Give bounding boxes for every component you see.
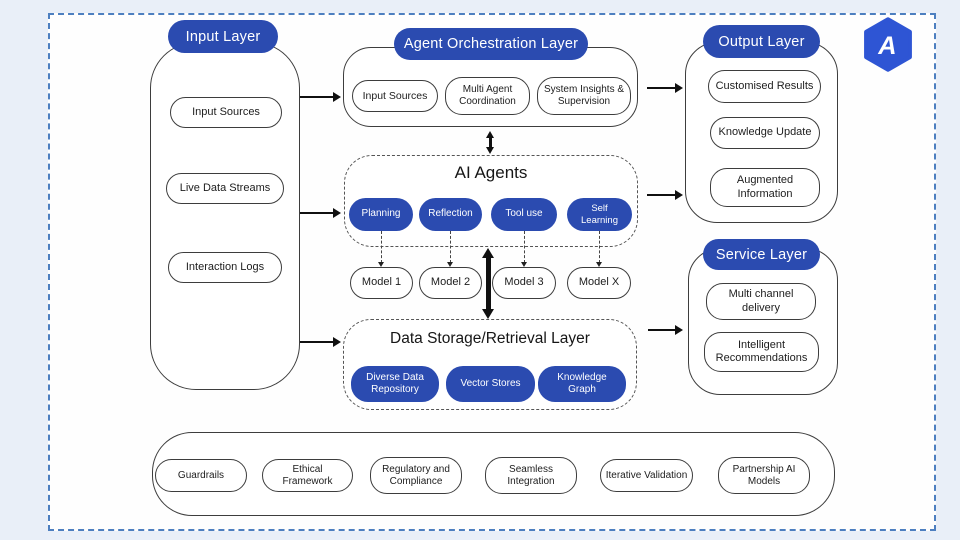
partnership-ai-models-pill: Partnership AI Models bbox=[718, 457, 810, 494]
arrow-input-to-storage bbox=[300, 337, 341, 347]
iterative-validation-pill: Iterative Validation bbox=[600, 459, 693, 492]
arrow-input-to-ai-agents bbox=[300, 208, 341, 218]
multi-agent-coordination-pill: Multi Agent Coordination bbox=[445, 77, 530, 115]
logo-letter: A bbox=[877, 32, 896, 60]
customised-results-pill: Customised Results bbox=[708, 70, 821, 103]
hexagon-a-logo: A bbox=[860, 17, 916, 72]
reflection-pill: Reflection bbox=[419, 198, 482, 231]
arrow-ai-storage-bidirectional bbox=[486, 257, 491, 310]
connector-tooluse-model3 bbox=[520, 231, 527, 267]
intelligent-recommendations-pill: Intelligent Recommendations bbox=[704, 332, 819, 372]
tool-use-pill: Tool use bbox=[491, 198, 557, 231]
input-sources-pill: Input Sources bbox=[170, 97, 282, 128]
regulatory-compliance-pill: Regulatory and Compliance bbox=[370, 457, 462, 494]
arrow-orchestration-ai-bidirectional bbox=[489, 137, 492, 148]
service-layer-container bbox=[688, 248, 838, 395]
arrow-orchestration-to-output bbox=[647, 83, 683, 93]
orch-input-sources-pill: Input Sources bbox=[352, 80, 438, 112]
augmented-information-pill: Augmented Information bbox=[710, 168, 820, 207]
model-x-pill: Model X bbox=[567, 267, 631, 299]
orchestration-layer-header: Agent Orchestration Layer bbox=[394, 28, 588, 60]
model-2-pill: Model 2 bbox=[419, 267, 482, 299]
service-layer-header: Service Layer bbox=[703, 239, 820, 270]
connector-selflearning-modelx bbox=[595, 231, 602, 267]
ethical-framework-pill: Ethical Framework bbox=[262, 459, 353, 492]
knowledge-update-pill: Knowledge Update bbox=[710, 117, 820, 149]
arrow-storage-to-service bbox=[648, 325, 683, 335]
hexagon-a-logo-svg: A bbox=[864, 17, 912, 72]
vector-stores-pill: Vector Stores bbox=[446, 366, 535, 402]
ai-agents-title: AI Agents bbox=[454, 163, 528, 182]
model-3-pill: Model 3 bbox=[492, 267, 556, 299]
knowledge-graph-pill: Knowledge Graph bbox=[538, 366, 626, 402]
model-1-pill: Model 1 bbox=[350, 267, 413, 299]
input-layer-header: Input Layer bbox=[168, 20, 278, 53]
diverse-data-repository-pill: Diverse Data Repository bbox=[351, 366, 439, 402]
live-data-streams-pill: Live Data Streams bbox=[166, 173, 284, 204]
seamless-integration-pill: Seamless Integration bbox=[485, 457, 577, 494]
connector-planning-model1 bbox=[377, 231, 384, 267]
output-layer-header: Output Layer bbox=[703, 25, 820, 58]
self-learning-pill: Self Learning bbox=[567, 198, 632, 231]
guardrails-pill: Guardrails bbox=[155, 459, 247, 492]
planning-pill: Planning bbox=[349, 198, 413, 231]
arrow-input-to-orchestration bbox=[300, 92, 341, 102]
system-insights-supervision-pill: System Insights & Supervision bbox=[537, 77, 631, 115]
arrow-ai-agents-to-output bbox=[647, 190, 683, 200]
interaction-logs-pill: Interaction Logs bbox=[168, 252, 282, 283]
storage-layer-title: Data Storage/Retrieval Layer bbox=[390, 330, 590, 347]
connector-reflection-model2 bbox=[446, 231, 453, 267]
multi-channel-delivery-pill: Multi channel delivery bbox=[706, 283, 816, 320]
input-layer-container bbox=[150, 42, 300, 390]
